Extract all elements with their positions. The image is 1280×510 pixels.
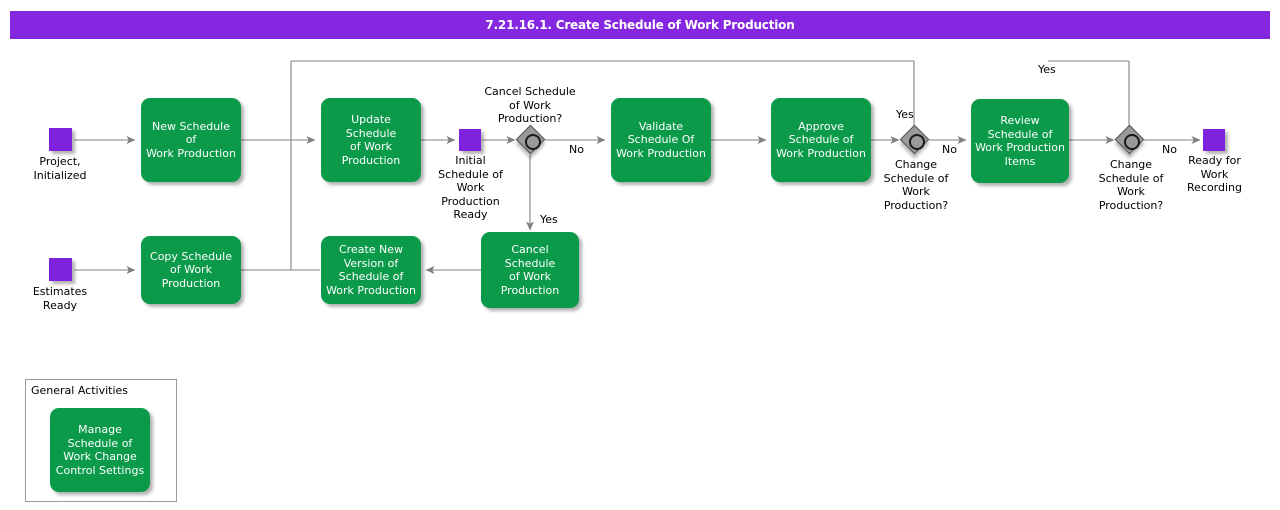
page-title: 7.21.16.1. Create Schedule of Work Produ… xyxy=(485,18,795,32)
edge-label-change2-no: No xyxy=(1162,143,1177,156)
edge-label-cancel-no: No xyxy=(569,143,584,156)
gateway-circle-icon xyxy=(1124,134,1140,150)
gateway-cancel-schedule-of-work-production[interactable] xyxy=(515,124,547,156)
gateway-change-schedule-of-work-production-1[interactable] xyxy=(899,124,931,156)
group-general-activities xyxy=(25,379,177,502)
intermediate-event-initial-schedule-ready[interactable] xyxy=(459,129,481,151)
end-event-ready-for-work-recording-label: Ready for Work Recording xyxy=(1186,154,1243,194)
task-new-schedule-of-work-production[interactable]: New Schedule of Work Production xyxy=(141,98,241,182)
task-manage-schedule-of-work-change-control-settings[interactable]: Manage Schedule of Work Change Control S… xyxy=(50,408,150,492)
task-validate-schedule-of-work-production[interactable]: Validate Schedule Of Work Production xyxy=(611,98,711,182)
gateway-change-schedule-1-label: Change Schedule of Work Production? xyxy=(883,158,949,212)
gateway-cancel-schedule-label: Cancel Schedule of Work Production? xyxy=(484,85,576,125)
task-update-schedule-of-work-production[interactable]: Update Schedule of Work Production xyxy=(321,98,421,182)
task-review-schedule-of-work-production-items[interactable]: Review Schedule of Work Production Items xyxy=(971,99,1069,183)
start-event-project-initialized-label: Project, Initialized xyxy=(33,155,87,182)
gateway-change-schedule-2-label: Change Schedule of Work Production? xyxy=(1098,158,1164,212)
task-copy-schedule-of-work-production[interactable]: Copy Schedule of Work Production xyxy=(141,236,241,304)
edge-label-change1-no: No xyxy=(942,143,957,156)
edge-label-change1-yes: Yes xyxy=(896,108,914,121)
task-create-new-version-of-schedule-of-work-production[interactable]: Create New Version of Schedule of Work P… xyxy=(321,236,421,304)
task-approve-schedule-of-work-production[interactable]: Approve Schedule of Work Production xyxy=(771,98,871,182)
gateway-change-schedule-of-work-production-2[interactable] xyxy=(1114,124,1146,156)
start-event-project-initialized[interactable] xyxy=(49,128,72,151)
start-event-estimates-ready[interactable] xyxy=(49,258,72,281)
start-event-estimates-ready-label: Estimates Ready xyxy=(32,285,88,312)
gateway-circle-icon xyxy=(525,134,541,150)
group-general-activities-title: General Activities xyxy=(29,384,131,397)
edge-label-cancel-yes: Yes xyxy=(540,213,558,226)
page-header-bar: 7.21.16.1. Create Schedule of Work Produ… xyxy=(10,11,1270,39)
intermediate-event-initial-schedule-ready-label: Initial Schedule of Work Production Read… xyxy=(438,154,503,221)
task-cancel-schedule-of-work-production[interactable]: Cancel Schedule of Work Production xyxy=(481,232,579,308)
edge-label-change2-yes: Yes xyxy=(1038,63,1056,76)
gateway-circle-icon xyxy=(909,134,925,150)
end-event-ready-for-work-recording[interactable] xyxy=(1203,129,1225,151)
